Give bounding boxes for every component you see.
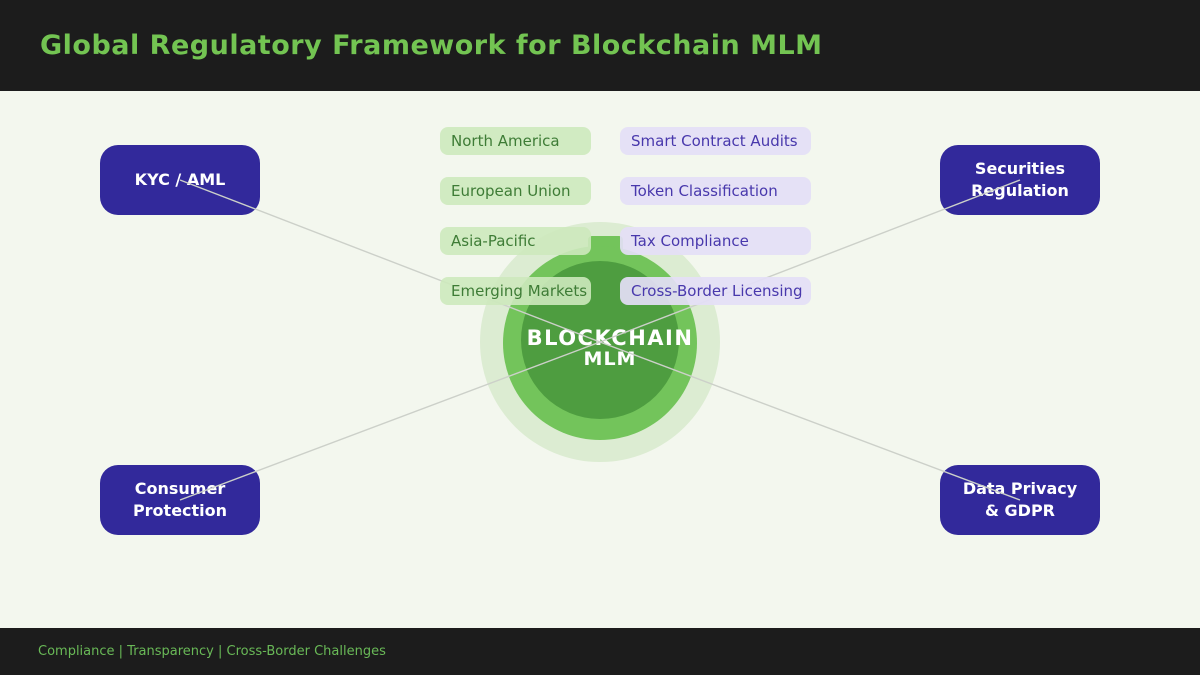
header-bar: Global Regulatory Framework for Blockcha…: [0, 0, 1200, 91]
node-consumer-label-line2: Protection: [132, 501, 228, 520]
node-securities-label-line2: Regulation: [971, 181, 1069, 200]
page-title: Global Regulatory Framework for Blockcha…: [40, 30, 823, 61]
topic-pill-cross-border-licensing: Cross-Border Licensing: [620, 277, 811, 305]
node-consumer-protection: Consumer Protection: [100, 465, 260, 535]
node-securities-regulation: Securities Regulation: [940, 145, 1100, 215]
node-data-privacy-gdpr: Data Privacy & GDPR: [940, 465, 1100, 535]
topic-pill-smart-contract-audits: Smart Contract Audits: [620, 127, 811, 155]
topic-pill-tax-compliance: Tax Compliance: [620, 227, 811, 255]
node-privacy-label-line2: & GDPR: [985, 501, 1055, 520]
region-pill-asia-pacific: Asia-Pacific: [440, 227, 591, 255]
node-securities-label-line1: Securities: [974, 159, 1066, 178]
region-pill-north-america: North America: [440, 127, 591, 155]
center-label-line1: BLOCKCHAIN: [526, 326, 694, 350]
region-pill-emerging-markets: Emerging Markets: [440, 277, 591, 305]
node-privacy-label-line1: Data Privacy: [962, 479, 1078, 498]
node-kyc-aml: KYC / AML: [100, 145, 260, 215]
center-label: BLOCKCHAIN MLM: [485, 327, 735, 370]
node-kyc-aml-label: KYC / AML: [134, 170, 226, 189]
node-consumer-label-line1: Consumer: [134, 479, 226, 498]
footer-text: Compliance | Transparency | Cross-Border…: [38, 644, 386, 659]
topic-pill-token-classification: Token Classification: [620, 177, 811, 205]
footer-bar: Compliance | Transparency | Cross-Border…: [0, 628, 1200, 675]
center-label-line2: MLM: [583, 348, 637, 370]
region-pill-european-union: European Union: [440, 177, 591, 205]
